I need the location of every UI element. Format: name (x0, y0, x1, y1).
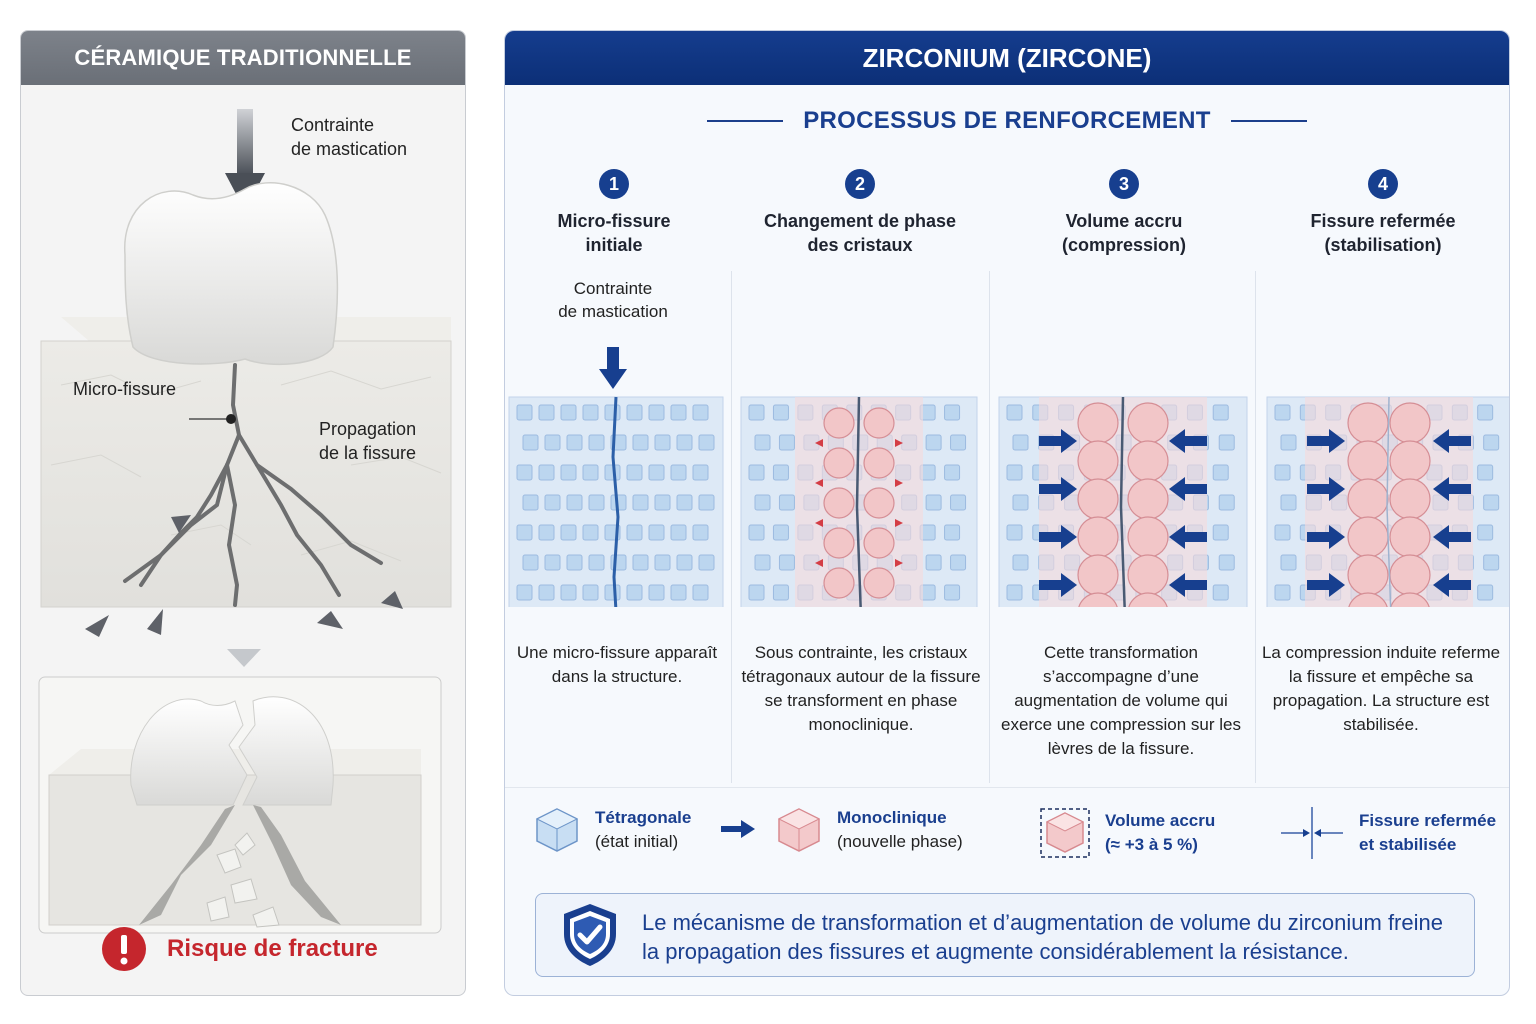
step-number: 2 (845, 169, 875, 199)
step-number: 3 (1109, 169, 1139, 199)
shield-check-icon (564, 904, 616, 966)
microstructure-tiles (508, 347, 1509, 607)
closed-crack-icon (1281, 807, 1343, 859)
fracture-risk-text: Risque de fracture (167, 935, 378, 962)
legend-tetragonal-sub: (état initial) (595, 832, 679, 851)
legend-volume-sub: (≈ +3 à 5 %) (1105, 835, 1198, 854)
zirconia-header: ZIRCONIUM (ZIRCONE) (505, 31, 1509, 85)
transform-arrow-icon (721, 820, 755, 838)
traditional-ceramic-header: CÉRAMIQUE TRADITIONNELLE (21, 31, 465, 85)
traditional-ceramic-illustration (38, 109, 452, 934)
propagation-arrows (85, 515, 403, 637)
microstructure-tile-3 (998, 396, 1248, 607)
legend-monoclinic-title: Monoclinique (837, 808, 947, 827)
legend-tetragonal: Tétragonale (état initial) (533, 805, 691, 855)
step-1: 1 Micro-fissure initiale (505, 169, 739, 257)
subtitle-divider-left (707, 120, 784, 122)
microstructure-tile-2 (740, 396, 978, 607)
warning-icon (102, 927, 146, 971)
step-2-description: Sous contrainte, les cristaux tétragonau… (741, 643, 981, 734)
microstructure-tile-4 (1266, 396, 1509, 607)
column-separator (731, 271, 732, 783)
legend-divider (505, 787, 1509, 788)
propagation-label: Propagation de la fissure (319, 419, 417, 463)
process-subtitle: PROCESSUS DE RENFORCEMENT (803, 107, 1211, 134)
step-number: 1 (599, 169, 629, 199)
step-3: 3 Volume accru (compression) (999, 169, 1249, 257)
microfissure-label: Micro-fissure (73, 379, 177, 399)
legend-volume-title: Volume accru (1105, 811, 1216, 830)
step-title: Volume accru (compression) (1061, 211, 1187, 255)
zirconia-panel: ZIRCONIUM (ZIRCONE) PROCESSUS DE RENFORC… (504, 30, 1510, 996)
step-number: 4 (1368, 169, 1398, 199)
traditional-ceramic-panel: CÉRAMIQUE TRADITIONNELLE (20, 30, 466, 996)
right-stress-label: Contrainte de mastication (558, 279, 668, 321)
legend-closed-crack-title: Fissure refermée (1359, 811, 1497, 830)
legend-closed-crack-sub: et stabilisée (1359, 835, 1457, 854)
step-3-description: Cette transformation s’accompagne d’une … (1001, 643, 1242, 758)
legend-tetragonal-title: Tétragonale (595, 808, 692, 827)
summary-text: Le mécanisme de transformation et d’augm… (642, 910, 1443, 964)
stress-arrow-icon (607, 347, 619, 371)
microstructure-tile-1 (508, 396, 724, 607)
column-separator (1255, 271, 1256, 783)
column-separator (989, 271, 990, 783)
step-4-description: La compression induite referme la fissur… (1261, 643, 1501, 734)
subtitle-divider-right (1230, 120, 1307, 122)
step-title: Fissure refermée (stabilisation) (1310, 211, 1456, 255)
step-1-description: Une micro-fissure apparaît dans la struc… (516, 643, 718, 686)
legend-monoclinic: Monoclinique (nouvelle phase) (775, 805, 963, 855)
legend-volume: Volume accru (≈ +3 à 5 %) (1037, 805, 1215, 861)
step-title: Changement de phase des cristaux (763, 211, 957, 255)
step-4: 4 Fissure refermée (stabilisation) (1258, 169, 1508, 257)
step-2: 2 Changement de phase des cristaux (735, 169, 985, 257)
summary-box: Le mécanisme de transformation et d’augm… (535, 893, 1475, 977)
process-subtitle-row: PROCESSUS DE RENFORCEMENT (505, 107, 1509, 135)
tetragonal-cube-icon (535, 808, 579, 852)
fracture-risk: Risque de fracture (101, 926, 378, 972)
volume-cube-icon (1040, 808, 1090, 858)
monoclinic-cube-icon (777, 808, 821, 852)
legend-closed-crack: Fissure refermée et stabilisée (1277, 805, 1496, 861)
tooth-icon (124, 182, 339, 366)
stress-arrow-head (599, 369, 627, 389)
legend-monoclinic-sub: (nouvelle phase) (837, 832, 963, 851)
step-title: Micro-fissure initiale (557, 211, 671, 255)
left-stress-label: Contrainte de mastication (291, 115, 408, 159)
